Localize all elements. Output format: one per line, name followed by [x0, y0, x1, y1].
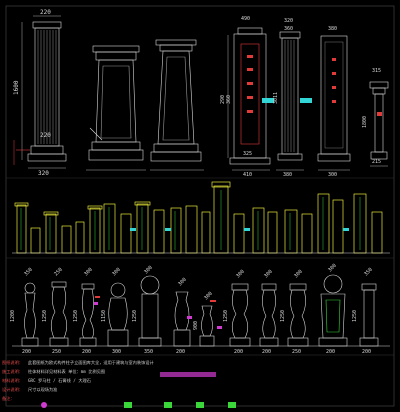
bottom-row-balusters	[12, 274, 390, 347]
baluster-2-width: 250	[53, 267, 64, 278]
baluster-12-width: 350	[363, 267, 374, 278]
baluster-12-height: 1250	[352, 310, 358, 322]
col5-top-dim: 320	[284, 18, 293, 24]
col5-top-dim-2: 360	[284, 26, 293, 32]
baluster-5-base: 350	[144, 349, 153, 355]
baluster-3-height: 1250	[73, 310, 79, 322]
col7-lower-dim: 215	[372, 159, 381, 165]
footer-value-1: 此套图纸为欧式构件柱子立面图库大全，适用于建筑与室内装饰设计	[28, 360, 154, 365]
col4-base-dim: 410	[243, 172, 252, 178]
footer-label-2: 施工说明：	[2, 369, 23, 374]
baluster-3	[79, 283, 97, 347]
baluster-7-width: 300	[203, 291, 214, 302]
baluster-11-width: 300	[327, 263, 338, 274]
baluster-9	[259, 283, 279, 347]
footer-value-3: GRC 罗马柱 / 石膏线 / 大理石	[28, 378, 91, 383]
col4-height-dim-b: 360	[226, 95, 232, 104]
col7-height-dim: 1800	[362, 116, 368, 128]
footer-label-1: 图纸说明：	[2, 360, 23, 365]
baluster-8-height: 1250	[223, 310, 229, 322]
baluster-10	[287, 283, 309, 347]
top-column-3	[150, 39, 204, 171]
baluster-4	[107, 282, 129, 347]
baluster-12-base: 200	[362, 349, 371, 355]
baluster-4-height: 1150	[101, 310, 107, 322]
col5-base-dim: 380	[283, 172, 292, 178]
top-column-1	[13, 15, 67, 169]
baluster-10-width: 300	[293, 269, 304, 280]
col1-top-dim: 220	[40, 9, 51, 16]
baluster-8-width: 300	[235, 269, 246, 280]
middle-row-columns	[12, 181, 390, 254]
footer-label-5: 备注：	[2, 396, 15, 401]
col7-top-dim: 315	[372, 68, 381, 74]
col1-base-dim: 320	[38, 170, 49, 177]
baluster-2	[49, 281, 69, 347]
baluster-7-height: 900	[193, 321, 199, 330]
footer-marks	[41, 372, 236, 408]
footer-value-4: 尺寸以现场为准	[28, 387, 58, 392]
col6-base-dim: 300	[328, 172, 337, 178]
baluster-1-base: 200	[22, 349, 31, 355]
baluster-2-height: 1250	[42, 310, 48, 322]
baluster-3-width: 300	[83, 267, 94, 278]
baluster-1	[21, 282, 39, 347]
col4-top-dim: 490	[241, 16, 250, 22]
baluster-1-width: 350	[23, 267, 34, 278]
footer-label-4: 设计说明：	[2, 387, 23, 392]
baluster-4-base: 300	[112, 349, 121, 355]
col1-height-dim: 1600	[13, 80, 20, 95]
top-column-7	[369, 81, 389, 167]
baluster-1-height: 1200	[10, 310, 16, 322]
footer-value-2: 柱体材料详见材料表 单位：mm 比例见图	[28, 369, 106, 374]
baluster-5-width: 300	[143, 265, 154, 276]
baluster-9-width: 300	[263, 269, 274, 280]
top-column-6	[317, 35, 351, 171]
baluster-6-width: 300	[177, 277, 188, 288]
footer-label-3: 材料说明：	[2, 378, 23, 383]
col4-lower-dim: 325	[243, 151, 252, 157]
baluster-4-width: 300	[111, 267, 122, 278]
baluster-8-base: 200	[234, 349, 243, 355]
col6-top-dim: 380	[328, 26, 337, 32]
baluster-10-height: 1250	[280, 310, 286, 322]
baluster-5-height: 1250	[132, 310, 138, 322]
top-column-2	[86, 45, 146, 171]
baluster-6-base: 200	[176, 349, 185, 355]
col4-height-dim-a: 290	[220, 95, 226, 104]
baluster-10-base: 250	[292, 349, 301, 355]
col5-height-dim: 3011	[273, 92, 279, 104]
baluster-8	[229, 283, 251, 347]
baluster-7	[199, 305, 215, 347]
top-column-5	[276, 31, 312, 171]
baluster-2-base: 250	[52, 349, 61, 355]
baluster-11	[318, 274, 348, 347]
baluster-5	[138, 275, 162, 347]
col1-lower-dim: 220	[40, 132, 51, 139]
baluster-3-base: 200	[82, 349, 91, 355]
baluster-11-base: 200	[326, 349, 335, 355]
top-column-4	[227, 27, 274, 171]
baluster-12	[359, 283, 379, 347]
baluster-9-base: 200	[262, 349, 271, 355]
